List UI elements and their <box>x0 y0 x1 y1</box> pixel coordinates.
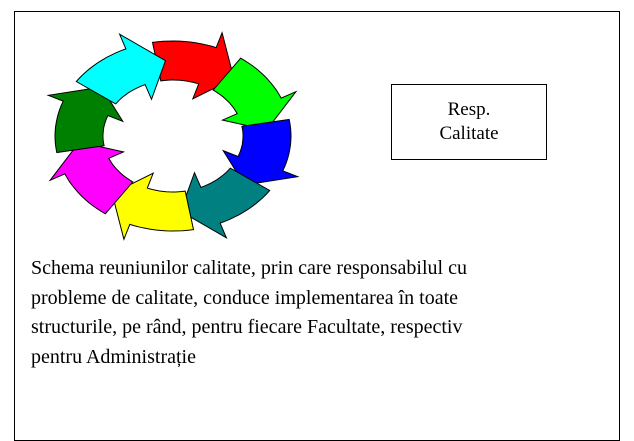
caption-line-4: pentru Administrație <box>31 345 196 368</box>
cyan-arrow <box>75 33 167 105</box>
role-box-line-1: Resp. <box>447 99 491 120</box>
resp-calitate-box: Resp. Calitate <box>391 84 547 160</box>
caption-line-2: probleme de calitate, conduce implementa… <box>31 286 459 309</box>
diagram-caption: Schema reuniunilor calitate, prin care r… <box>31 254 611 372</box>
magenta-arrow <box>48 141 134 215</box>
teal-arrow <box>179 167 271 239</box>
role-box-line-2: Calitate <box>439 123 499 144</box>
red-arrow <box>151 31 235 100</box>
dark-green-arrow <box>46 86 125 154</box>
green-arrow <box>212 57 298 131</box>
yellow-arrow <box>111 172 195 241</box>
cycle-diagram <box>46 31 300 241</box>
caption-line-3: structurile, pe rând, pentru fiecare Fac… <box>31 316 463 338</box>
blue-arrow <box>221 118 300 186</box>
caption-line-1: Schema reuniunilor calitate, prin care r… <box>31 257 467 279</box>
